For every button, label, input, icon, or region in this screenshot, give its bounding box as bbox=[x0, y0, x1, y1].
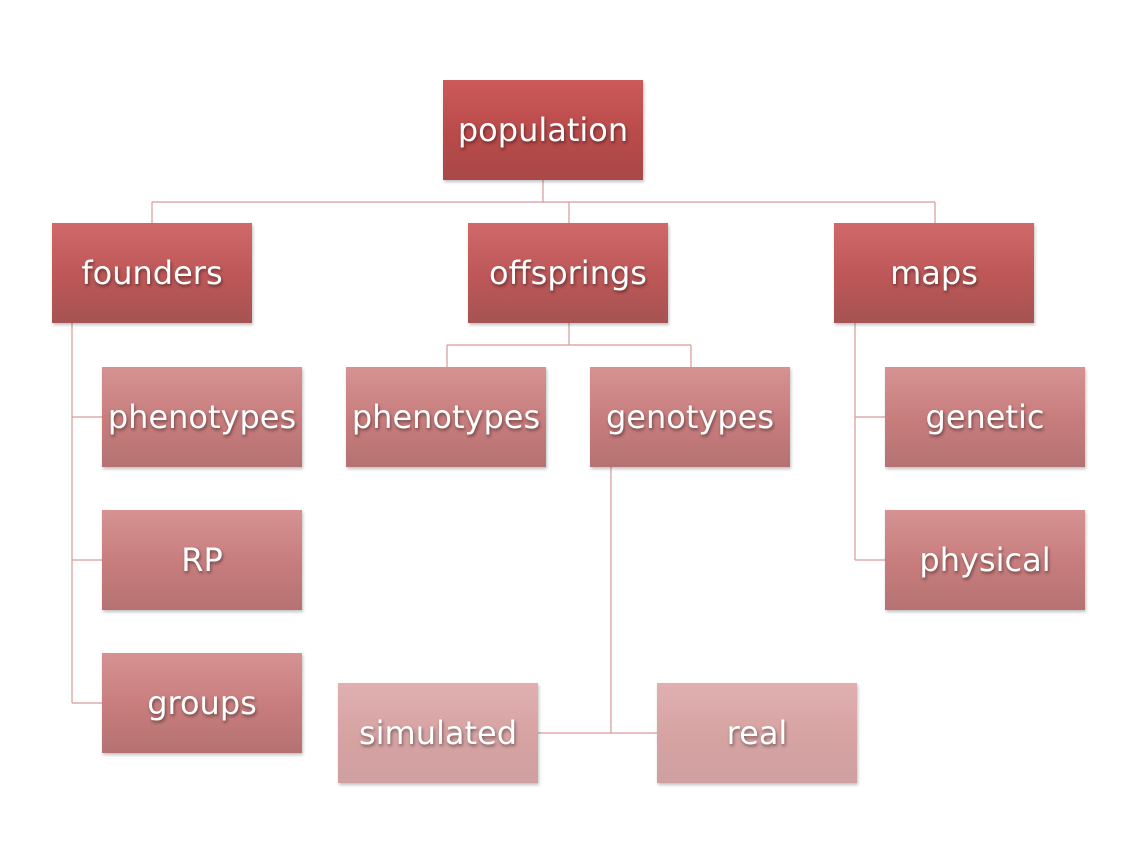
node-population: population bbox=[443, 80, 643, 180]
connector-offsprings-children bbox=[446, 323, 692, 367]
node-offsprings: offsprings bbox=[468, 223, 668, 323]
node-maps: maps bbox=[834, 223, 1034, 323]
connector-genotypes-children bbox=[538, 467, 657, 734]
node-offsprings-genotypes: genotypes bbox=[590, 367, 790, 467]
node-founders-groups: groups bbox=[102, 653, 302, 753]
node-genotypes-real: real bbox=[657, 683, 857, 783]
node-offsprings-phenotypes: phenotypes bbox=[346, 367, 546, 467]
node-maps-physical: physical bbox=[885, 510, 1085, 610]
node-founders-phenotypes: phenotypes bbox=[102, 367, 302, 467]
node-genotypes-simulated: simulated bbox=[338, 683, 538, 783]
node-founders-rp: RP bbox=[102, 510, 302, 610]
connector-maps-children bbox=[854, 323, 885, 561]
connector-founders-children bbox=[71, 323, 102, 704]
connector-population-children bbox=[151, 180, 936, 223]
node-maps-genetic: genetic bbox=[885, 367, 1085, 467]
node-founders: founders bbox=[52, 223, 252, 323]
